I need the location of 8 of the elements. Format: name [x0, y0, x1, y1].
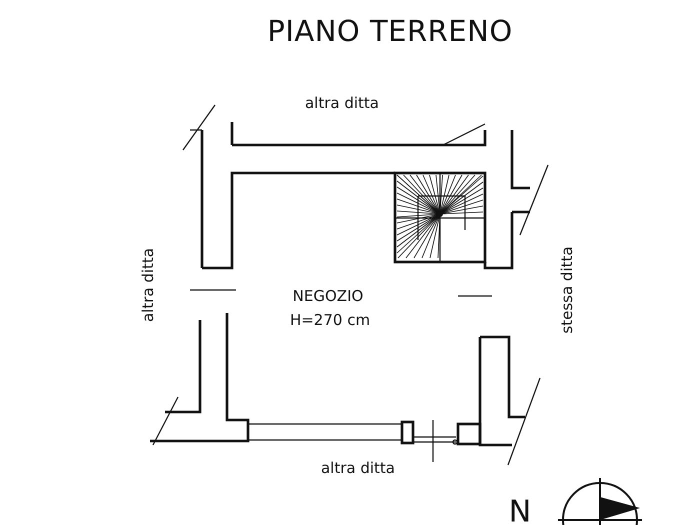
room-label: N: [508, 494, 532, 525]
room-label: H=270 cm: [290, 311, 370, 329]
room-label: altra ditta: [305, 94, 379, 112]
room-label: NEGOZIO: [292, 287, 364, 305]
plan-title: PIANO TERRENO: [266, 14, 514, 48]
room-label: altra ditta: [139, 248, 157, 322]
room-label: stessa ditta: [558, 246, 576, 334]
room-label: altra ditta: [321, 459, 395, 477]
